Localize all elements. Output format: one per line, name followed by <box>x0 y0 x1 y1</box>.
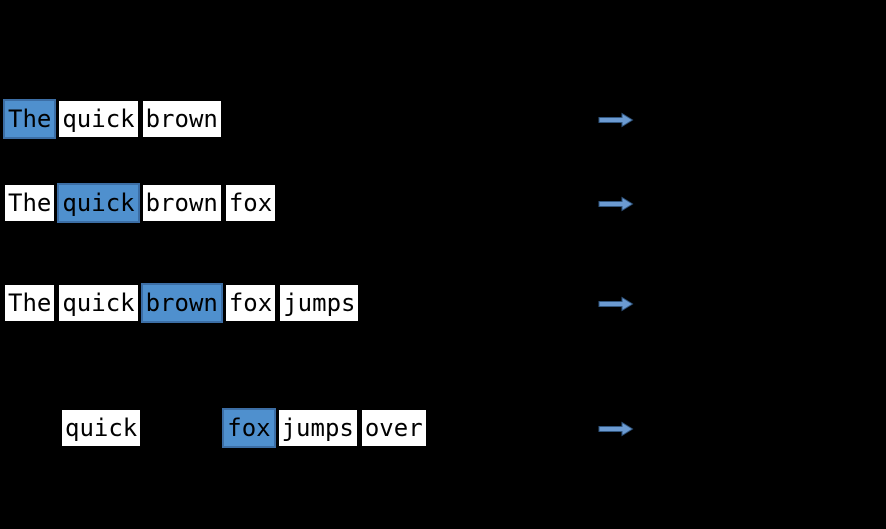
token-row-3: The quick brown fox jumps <box>3 283 361 323</box>
token-the: The <box>3 283 57 323</box>
token-brown: brown <box>140 183 223 223</box>
token-jumps: jumps <box>278 283 361 323</box>
token-row-4: quick fox jumps over <box>60 408 429 448</box>
token-the: The <box>3 99 57 139</box>
token-the: The <box>3 183 57 223</box>
token-over: over <box>359 408 428 448</box>
token-brown: brown <box>140 99 223 139</box>
token-row-1: The quick brown <box>3 99 224 139</box>
right-arrow-icon <box>598 296 634 312</box>
token-brown: brown <box>140 283 223 323</box>
token-quick: quick <box>57 183 140 223</box>
token-quick: quick <box>60 408 143 448</box>
right-arrow-icon <box>598 196 634 212</box>
token-jumps: jumps <box>276 408 359 448</box>
token-quick: quick <box>57 283 140 323</box>
token-fox: fox <box>222 408 276 448</box>
token-fox: fox <box>223 283 278 323</box>
right-arrow-icon <box>598 112 634 128</box>
token-fox: fox <box>223 183 278 223</box>
token-row-2: The quick brown fox <box>3 183 278 223</box>
token-quick: quick <box>57 99 140 139</box>
right-arrow-icon <box>598 421 634 437</box>
token-gap <box>143 408 221 448</box>
